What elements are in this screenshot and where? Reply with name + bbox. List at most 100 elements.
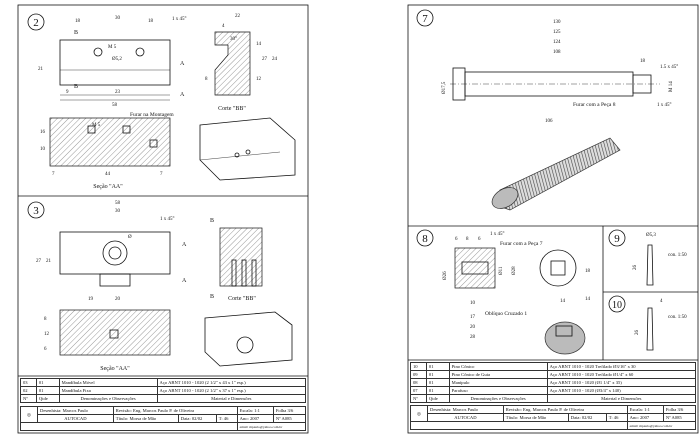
isometric-view bbox=[199, 117, 296, 181]
dim: 16 bbox=[40, 130, 46, 135]
cell: Pino Cônico de Guia bbox=[448, 370, 548, 379]
revision: Revisão: Eng. Marcos Paulo P. de Oliveir… bbox=[112, 406, 238, 415]
dim: 26 bbox=[633, 265, 638, 271]
dim: 7 bbox=[52, 172, 55, 177]
dim: 14 bbox=[256, 42, 262, 47]
note: Oblíquo Cruzado 1 bbox=[485, 311, 527, 317]
dim: 44 bbox=[105, 172, 111, 177]
dim: 8 bbox=[44, 317, 47, 322]
section-label: Seção "AA" bbox=[93, 184, 123, 190]
dim: M 5 bbox=[92, 123, 101, 128]
date: Data: 02/02 bbox=[567, 413, 607, 422]
dim: 26 bbox=[635, 330, 640, 336]
cell: 01 bbox=[35, 378, 60, 387]
sheet: Folha 3/6 bbox=[662, 405, 697, 414]
dim: 24 bbox=[272, 57, 278, 62]
dim: B bbox=[74, 30, 78, 36]
email: email: mpaulo@yahoo.com.br bbox=[626, 421, 697, 430]
part-number: 8 bbox=[422, 233, 428, 245]
note: Furar com a Peça 7 bbox=[500, 241, 543, 247]
sheet-border bbox=[407, 4, 699, 434]
section-label: Corte "BB" bbox=[228, 296, 256, 302]
cell: Nº bbox=[20, 394, 37, 403]
dim: 12 bbox=[256, 77, 262, 82]
dim: 19 bbox=[88, 297, 94, 302]
dim: Ø26 bbox=[443, 271, 448, 280]
dim: 9 bbox=[66, 90, 69, 95]
dim: 18 bbox=[75, 19, 81, 24]
dim: 22 bbox=[235, 14, 241, 19]
part-number: 3 bbox=[33, 205, 39, 217]
dim: 1 x 45° bbox=[172, 17, 187, 22]
dim: 6 bbox=[455, 237, 458, 242]
part-number: 7 bbox=[422, 13, 428, 25]
cell: Material e Dimensões bbox=[546, 394, 697, 403]
dim: 23 bbox=[115, 90, 121, 95]
part-7-drawing: 7 130 125 124 108 18 1.5 x 45° M 14 Ø17,… bbox=[416, 9, 678, 211]
format: T: 46 bbox=[605, 413, 628, 422]
dim: 1.5 x 45° bbox=[660, 65, 678, 70]
dim: 4 bbox=[660, 299, 663, 304]
dim: 10 bbox=[40, 147, 46, 152]
dim: 8 bbox=[205, 77, 208, 82]
dim: Ø28 bbox=[512, 266, 517, 275]
dim: Ø5,2 bbox=[112, 57, 122, 62]
dim: 28 bbox=[470, 335, 476, 340]
dim: 106 bbox=[545, 119, 553, 124]
dim: 6 bbox=[44, 347, 47, 352]
dim: 18 bbox=[148, 19, 154, 24]
section-bb-view bbox=[214, 31, 251, 96]
dim: Ø5,3 bbox=[646, 233, 656, 238]
dim: 14 bbox=[560, 299, 566, 304]
section-label: Corte "BB" bbox=[218, 106, 246, 112]
drawing-number: Nº A085 bbox=[662, 413, 697, 422]
dim: 20 bbox=[470, 325, 476, 330]
cell: 08 bbox=[410, 378, 427, 387]
software: AUTOCAD bbox=[37, 414, 114, 423]
dim: B bbox=[210, 294, 214, 300]
cell: Parafuso bbox=[448, 386, 548, 395]
drawing-number: Nº A085 bbox=[272, 414, 307, 423]
cell: 02 bbox=[20, 386, 37, 395]
title: Morsa de Mão bbox=[129, 416, 157, 421]
part-number: 10 bbox=[612, 300, 622, 311]
dim: M 14 bbox=[669, 81, 674, 92]
cell: 03 bbox=[20, 378, 37, 387]
dim: 20 bbox=[115, 297, 121, 302]
logo-icon: ◎ bbox=[20, 406, 38, 423]
cell: 10 bbox=[410, 362, 427, 371]
cell: Aço ABNT 1010 - 1020 Trefilado Ø1/4" x 6… bbox=[546, 370, 697, 379]
note: Furar na Montagem bbox=[130, 112, 174, 118]
front-view bbox=[59, 39, 171, 86]
dim: 17 bbox=[470, 315, 476, 320]
cell: 07 bbox=[410, 386, 427, 395]
dim: 125 bbox=[553, 30, 561, 35]
dim: B bbox=[74, 84, 78, 90]
dim: A bbox=[182, 278, 187, 284]
dim: 1 x 45° bbox=[490, 232, 505, 237]
cell: Mandíbula Móvel bbox=[58, 378, 158, 387]
dim: 58 bbox=[112, 103, 118, 108]
section-aa-view bbox=[49, 117, 171, 167]
dim: 10 bbox=[470, 301, 476, 306]
handle-end-view bbox=[539, 249, 577, 287]
cell: 01 bbox=[425, 370, 450, 379]
year: Ano: 2007 bbox=[236, 414, 274, 423]
cell: Aço ABNT 1010 - 1020 (Ø3/4" x 140) bbox=[546, 386, 697, 395]
dim: 27 bbox=[36, 259, 42, 264]
section-aa-view bbox=[59, 309, 171, 356]
dim: 18 bbox=[640, 59, 646, 64]
cell: Pino Cônico bbox=[448, 362, 548, 371]
cell: 01 bbox=[425, 386, 450, 395]
handle-isometric bbox=[544, 321, 586, 355]
date: Data: 02/02 bbox=[177, 414, 217, 423]
